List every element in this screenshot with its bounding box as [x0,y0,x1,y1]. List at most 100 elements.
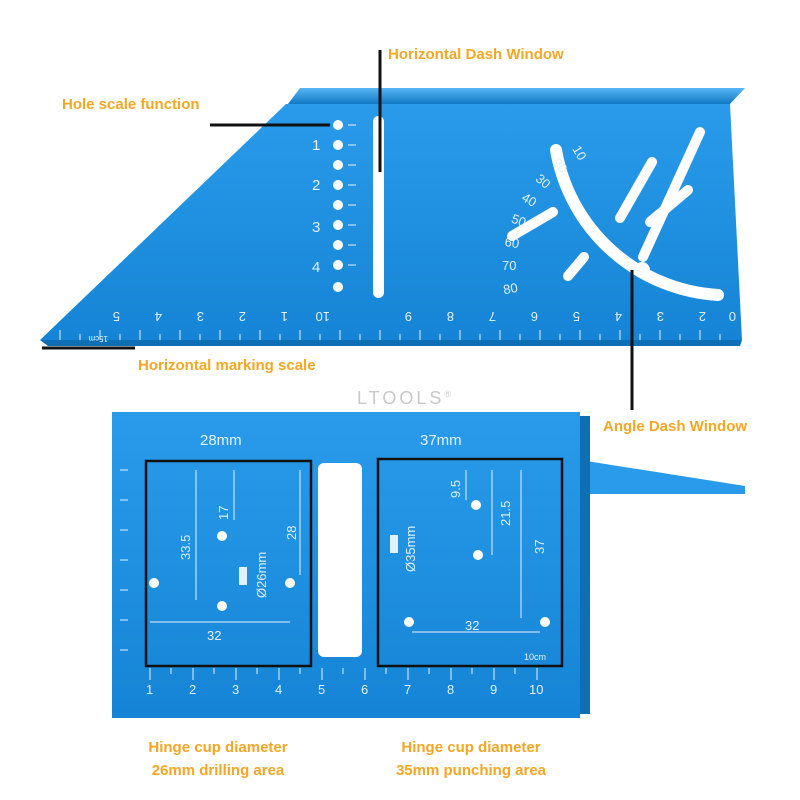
scale-number: 4 [615,309,622,324]
template-hole [149,578,159,588]
dim-label: 32 [207,628,221,643]
scale-number: 6 [531,309,538,324]
dim-label: 33.5 [178,535,193,560]
scale-hole [333,282,343,292]
hole-number: 4 [312,259,320,276]
scale-number: 8 [447,682,454,697]
scale-number: 4 [275,682,282,697]
brand-name: LTOOLS [357,388,445,408]
drilling-area-caption: Hinge cup diameter 26mm drilling area [118,736,318,783]
angle-slot [638,127,705,262]
unit-label: 15cm [88,334,108,343]
bottom-hinge-template: 28mm 33.5 17 28 32 Ø26mm 37mm 9.5 21.5 3… [112,412,745,718]
template-hole [471,500,481,510]
angle-arc-slot [550,144,724,301]
scale-number: 10 [529,682,543,697]
callout-lines [42,50,634,410]
angle-slot [563,252,589,281]
brand-logo: LTOOLS® [357,388,451,409]
scale-hole [333,140,343,150]
scale-hole [333,200,343,210]
hole-number: 2 [312,177,320,194]
template-wing [580,460,745,494]
unit-label: 10cm [524,652,546,662]
angle-label: 60 [504,234,521,251]
angle-label: 80 [502,280,519,297]
angle-label: 70 [502,258,516,273]
scale-hole [333,120,343,130]
diameter-label: Ø26mm [254,552,269,598]
scale-number: 2 [699,309,706,324]
scale-hole [333,240,343,250]
dim-label: 21.5 [498,501,513,526]
hole-scale-column: 1 2 3 4 [312,120,356,292]
scale-number: 3 [657,309,664,324]
dim-label: 32 [465,618,479,633]
scale-hole [333,260,343,270]
template-hole [285,578,295,588]
drill-bit-icon [239,567,247,585]
angle-label: 40 [519,190,539,210]
caption-line: Hinge cup diameter [148,739,288,756]
scale-hole [333,220,343,230]
dim-label: 17 [216,506,231,520]
scale-number: 2 [189,682,196,697]
scale-number: 0 [729,309,736,324]
scale-number: 3 [232,682,239,697]
pivot-hole [634,262,650,278]
angle-slot [507,207,558,241]
hole-number: 3 [312,219,320,236]
hole-scale-callout: Hole scale function [62,96,200,113]
hole-number: 1 [312,137,320,154]
scale-number: 4 [155,309,162,324]
caption-line: 26mm drilling area [151,762,285,780]
scale-number: 10 [316,309,330,324]
dim-label: 9.5 [448,480,463,498]
template-hole [473,550,483,560]
template-side [580,416,590,714]
template-center-slot [318,463,362,657]
angle-dash-windows [507,127,724,301]
left-width-label: 28mm [200,432,242,449]
angle-dash-window-callout: Angle Dash Window [603,418,748,435]
scale-number: 5 [113,309,120,324]
scale-number: 8 [447,309,454,324]
angle-label: 10 [569,143,589,163]
bottom-ruler-ticks [120,469,538,680]
angle-label: 50 [509,211,528,230]
scale-number: 1 [146,682,153,697]
horizontal-marking-scale-callout: Horizontal marking scale [138,357,316,374]
top-ruler-ticks [59,330,721,340]
dim-label: 28 [284,526,299,540]
scale-number: 7 [404,682,411,697]
caption-line: Hinge cup diameter [401,739,541,756]
top-ruler-lip [288,88,745,104]
scale-number: 3 [197,309,204,324]
angle-slot [615,157,657,223]
scale-number: 9 [405,309,412,324]
scale-hole [333,160,343,170]
scale-hole [333,180,343,190]
angle-slot [645,185,693,227]
top-square-ruler: 1 2 3 4 80 70 60 50 40 30 20 10 [40,88,745,346]
scale-number: 5 [573,309,580,324]
scale-number: 2 [239,309,246,324]
drilling-area-frame [144,459,313,668]
right-width-label: 37mm [420,432,462,449]
caption-line: 35mm punching area [395,762,547,780]
scale-number: 6 [361,682,368,697]
dim-label: 37 [532,540,547,554]
template-hole [217,601,227,611]
scale-number: 7 [489,309,496,324]
template-hole [217,531,227,541]
brand-registered-mark: ® [444,389,452,399]
punching-area-frame [376,457,564,668]
scale-number: 9 [490,682,497,697]
punching-area-caption: Hinge cup diameter 35mm punching area [371,736,571,783]
template-hole [404,617,414,627]
scale-number: 1 [281,309,288,324]
scale-number: 5 [318,682,325,697]
top-ruler-body [40,104,742,340]
top-ruler-edge [40,340,742,346]
